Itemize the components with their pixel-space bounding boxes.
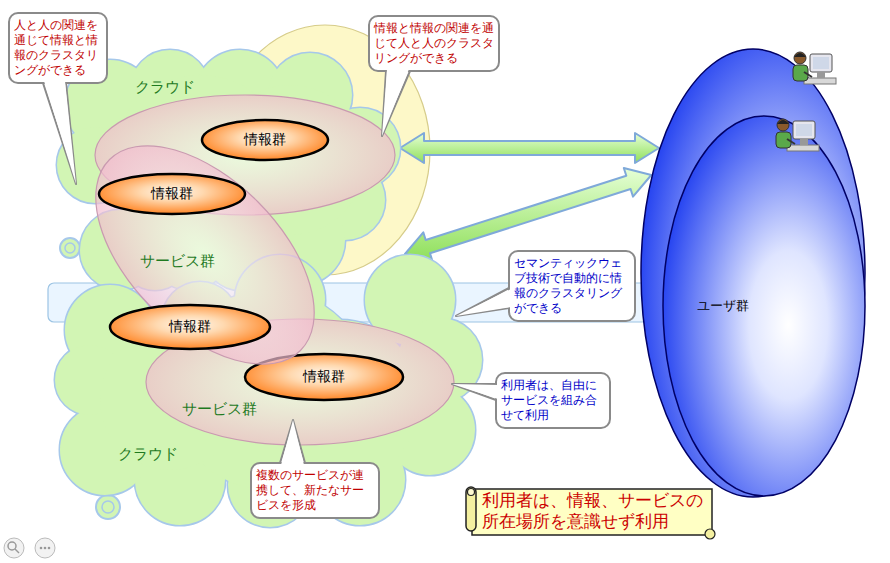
menu-dot — [44, 547, 47, 550]
info-group-label: 情報群 — [108, 318, 272, 336]
double-arrow — [400, 133, 659, 163]
callout-text: セマンティックウェブ技術で自動的に情報のクラスタリングができる — [514, 256, 630, 316]
desk — [804, 78, 836, 84]
info-group-label: 情報群 — [97, 185, 247, 203]
cloud-label: クラウド — [118, 445, 178, 464]
info-group-ellipse: 情報群 — [108, 303, 272, 351]
scroll-roll — [466, 487, 476, 531]
scroll-note: 利用者は、情報、サービスの所在場所を意識せず利用 — [462, 483, 718, 541]
cloud-puff — [235, 255, 325, 345]
person-head — [777, 119, 789, 131]
cloud-bubble — [60, 238, 80, 258]
person-head — [794, 52, 806, 64]
cloud-puff — [235, 255, 325, 345]
callout-tail-fill — [452, 384, 498, 399]
monitor-screen — [813, 57, 829, 69]
info-group-ellipse: 情報群 — [200, 118, 330, 162]
callout-text: 人と人の関連を通じて情報と情報のクラスタリングができる — [14, 18, 102, 78]
cloud-label: クラウド — [135, 78, 195, 97]
user-group-ellipse: ユーザ群 — [640, 48, 866, 498]
magnifier-icon — [8, 542, 16, 550]
user-at-computer-icon — [793, 52, 836, 84]
person-hair — [794, 53, 806, 57]
ui-button — [35, 538, 55, 558]
callout-frame — [369, 16, 499, 71]
monitor — [810, 54, 832, 72]
user-group-label: ユーザ群 — [697, 298, 749, 314]
double-arrow — [405, 168, 651, 261]
callout-box: セマンティックウェブ技術で自動的に情報のクラスタリングができる — [508, 250, 636, 322]
info-group-label: 情報群 — [200, 131, 330, 149]
info-group-label: 情報群 — [243, 368, 405, 386]
person-arm — [804, 72, 812, 77]
ui-button — [4, 538, 24, 558]
callout-box: 人と人の関連を通じて情報と情報のクラスタリングができる — [8, 12, 108, 84]
service-group-ellipse: サービス群情報群情報群 — [92, 142, 318, 368]
menu-dot — [48, 547, 51, 550]
monitor-stand — [817, 72, 825, 78]
cloud-bubble — [96, 495, 120, 519]
user-at-computer-icon — [776, 119, 819, 151]
callout-frame — [9, 13, 107, 83]
callout-text: 情報と情報の関連を通じて人と人のクラスタリングができる — [374, 21, 494, 66]
monitor — [793, 121, 815, 139]
callout-text: 利用者は、自由にサービスを組み合せて利用 — [501, 378, 605, 423]
magnifier-icon — [15, 549, 19, 553]
callout-tail-fill — [456, 289, 511, 316]
cloud-outline — [55, 255, 482, 527]
scroll-curl — [468, 489, 475, 496]
monitor-screen — [796, 124, 812, 136]
cloud-fill — [55, 255, 482, 527]
callout-text: 複数のサービスが連携して、新たなサービスを形成 — [256, 468, 374, 513]
callout-frame — [496, 373, 610, 428]
callout-tail-fill — [281, 420, 304, 465]
scroll-curl — [705, 529, 715, 539]
cloud-puff — [162, 282, 238, 358]
service-group-label: サービス群 — [182, 400, 257, 419]
user-group-outline — [641, 49, 865, 497]
cloud-puff — [162, 282, 238, 358]
person-hair — [777, 120, 789, 124]
service-group-outline — [146, 319, 454, 445]
person-arm — [787, 139, 795, 144]
monitor-stand — [800, 139, 808, 145]
callout-frame — [509, 251, 635, 321]
user-shape — [640, 48, 866, 498]
cloud-bubble — [102, 501, 114, 513]
callout-box: 複数のサービスが連携して、新たなサービスを形成 — [250, 462, 380, 519]
user-group-inner-outline — [663, 116, 865, 496]
desk — [787, 145, 819, 151]
service-group-label: サービス群 — [140, 252, 215, 271]
callout-box: 情報と情報の関連を通じて人と人のクラスタリングができる — [368, 15, 500, 72]
scroll-body — [472, 489, 712, 535]
callout-box: 利用者は、自由にサービスを組み合せて利用 — [495, 372, 611, 429]
info-group-ellipse: 情報群 — [97, 172, 247, 216]
scroll-text: 利用者は、情報、サービスの所在場所を意識せず利用 — [482, 490, 710, 533]
menu-dot — [40, 547, 43, 550]
cloud-bubble — [65, 243, 75, 253]
callout-tail-fill — [382, 69, 409, 136]
callout-frame — [251, 463, 379, 518]
